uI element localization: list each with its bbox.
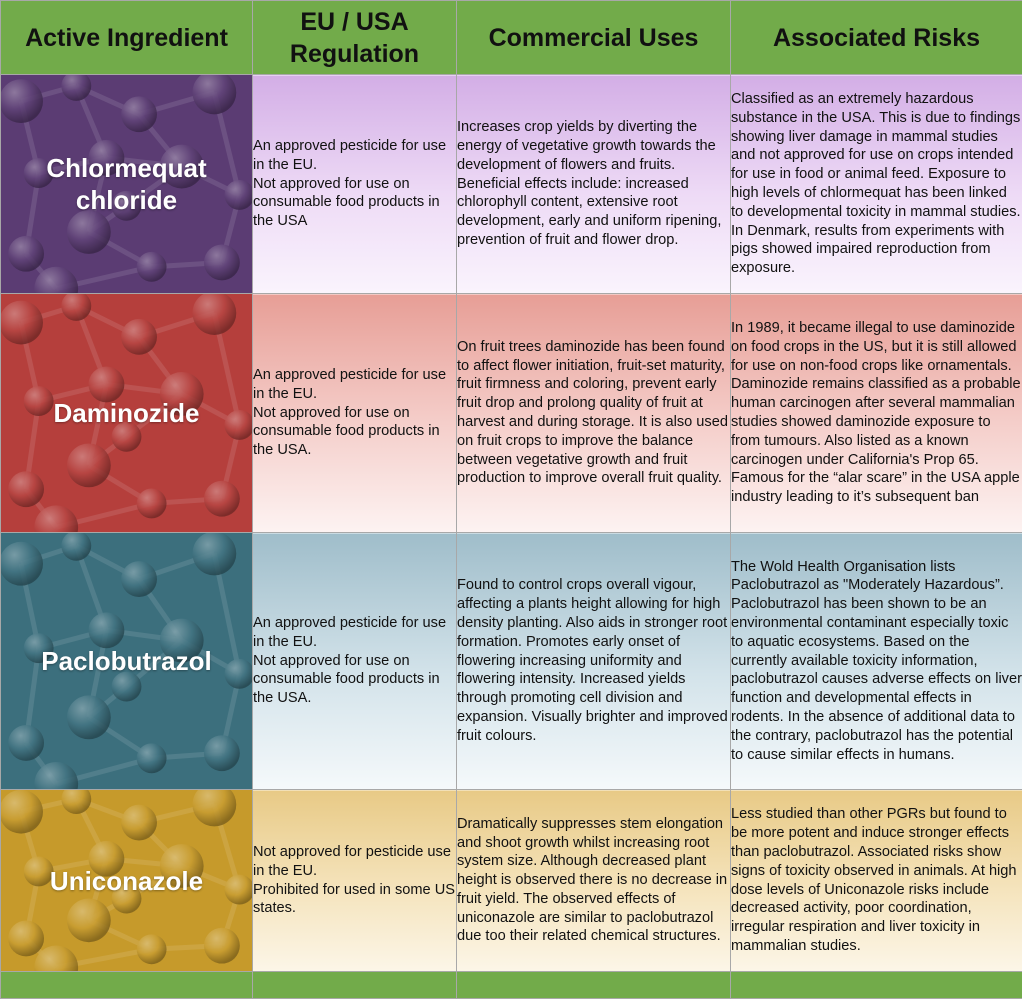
- header-row: Active Ingredient EU / USA Regulation Co…: [0, 0, 1022, 75]
- header-regulation-line1: EU / USA: [300, 7, 409, 36]
- ingredient-name-line1: Uniconazole: [49, 865, 204, 896]
- footer-cell: [456, 971, 731, 999]
- molecule-background-image: [1, 790, 252, 971]
- molecule-background-image: [1, 533, 252, 789]
- commercial-uses-cell: On fruit trees daminozide has been found…: [456, 293, 731, 533]
- regulation-cell: An approved pesticide for use in the EU.…: [252, 293, 457, 533]
- ingredient-name-uniconazole: Uniconazole: [2, 865, 252, 897]
- table-row-uniconazole: Uniconazole Not approved for pesticide u…: [0, 789, 1022, 972]
- footer-row: [0, 971, 1022, 999]
- associated-risks-cell: The Wold Health Organisation lists Paclo…: [730, 532, 1022, 790]
- footer-cell: [0, 971, 253, 999]
- ingredient-cell-paclobutrazol: Paclobutrazol: [0, 532, 253, 790]
- ingredient-name-daminozide: Daminozide: [2, 397, 252, 429]
- associated-risks-cell: Less studied than other PGRs but found t…: [730, 789, 1022, 972]
- header-active-ingredient: Active Ingredient: [0, 0, 253, 75]
- header-active-ingredient-text: Active Ingredient: [25, 23, 228, 52]
- ingredient-name-line1: Daminozide: [53, 398, 200, 428]
- ingredient-cell-uniconazole: Uniconazole: [0, 789, 253, 972]
- molecule-background-image: [1, 294, 252, 532]
- footer-cell: [730, 971, 1022, 999]
- ingredient-name-chlormequat: Chlormequat chloride: [2, 152, 252, 216]
- commercial-uses-cell: Dramatically suppresses stem elongation …: [456, 789, 731, 972]
- associated-risks-cell: Classified as an extremely hazardous sub…: [730, 74, 1022, 294]
- table-row-chlormequat: Chlormequat chloride An approved pestici…: [0, 74, 1022, 294]
- ingredient-cell-daminozide: Daminozide: [0, 293, 253, 533]
- header-commercial-uses-text: Commercial Uses: [488, 23, 699, 52]
- molecule-background-image: [1, 75, 252, 293]
- ingredient-name-line2: chloride: [75, 185, 178, 215]
- regulation-cell: An approved pesticide for use in the EU.…: [252, 532, 457, 790]
- commercial-uses-cell: Increases crop yields by diverting the e…: [456, 74, 731, 294]
- header-regulation: EU / USA Regulation: [252, 0, 457, 75]
- header-associated-risks-text: Associated Risks: [772, 23, 981, 52]
- table-row-daminozide: Daminozide An approved pesticide for use…: [0, 293, 1022, 533]
- header-commercial-uses: Commercial Uses: [456, 0, 731, 75]
- ingredient-name-line1: Paclobutrazol: [41, 646, 212, 676]
- regulation-cell: Not approved for pesticide use in the EU…: [252, 789, 457, 972]
- ingredient-name-line1: Chlormequat: [46, 153, 207, 183]
- commercial-uses-cell: Found to control crops overall vigour, a…: [456, 532, 731, 790]
- header-associated-risks: Associated Risks: [730, 0, 1022, 75]
- table-row-paclobutrazol: Paclobutrazol An approved pesticide for …: [0, 532, 1022, 790]
- ingredient-cell-chlormequat: Chlormequat chloride: [0, 74, 253, 294]
- footer-cell: [252, 971, 457, 999]
- associated-risks-cell: In 1989, it became illegal to use damino…: [730, 293, 1022, 533]
- ingredient-name-paclobutrazol: Paclobutrazol: [2, 645, 252, 677]
- header-regulation-line2: Regulation: [289, 39, 420, 68]
- regulation-cell: An approved pesticide for use in the EU.…: [252, 74, 457, 294]
